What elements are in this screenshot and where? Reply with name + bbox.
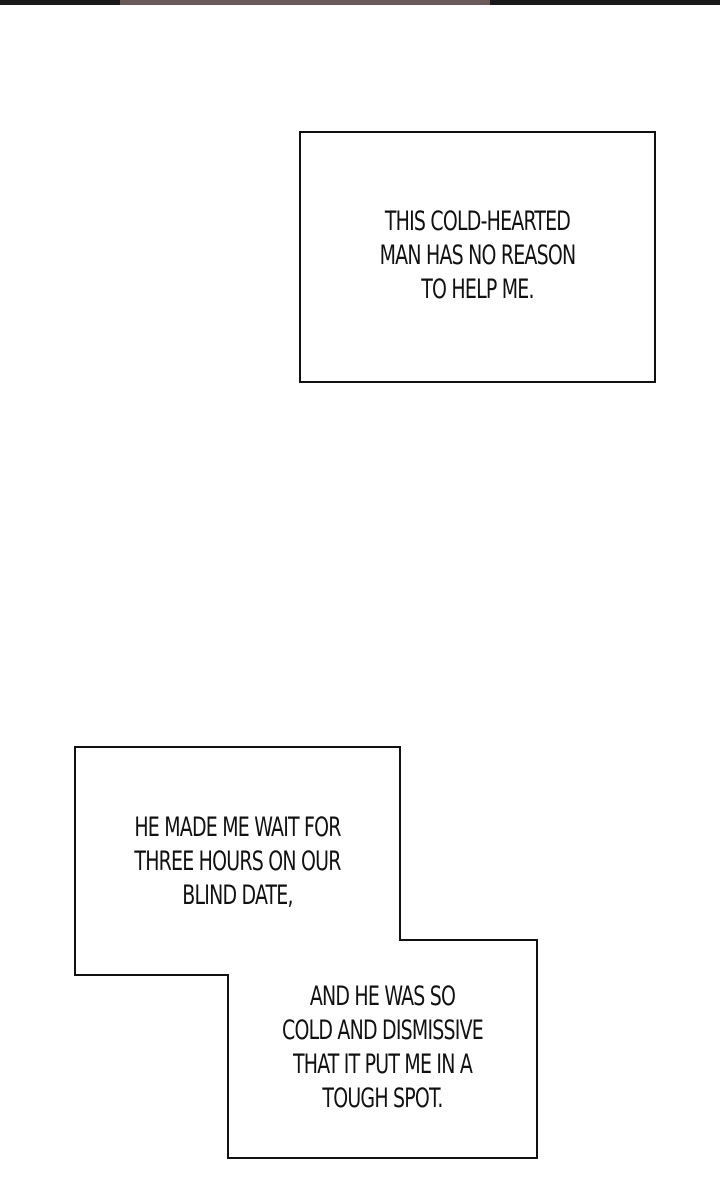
previous-panel-art <box>120 0 490 5</box>
caption-text-3: AND HE WAS SO COLD AND DISMISSIVE THAT I… <box>282 981 484 1114</box>
caption-box-1 <box>299 131 656 383</box>
previous-panel-edge <box>0 0 720 5</box>
caption-text-2: HE MADE ME WAIT FOR THREE HOURS ON OUR B… <box>134 812 341 911</box>
caption-text-1: THIS COLD-HEARTED MAN HAS NO REASON TO H… <box>379 206 577 305</box>
